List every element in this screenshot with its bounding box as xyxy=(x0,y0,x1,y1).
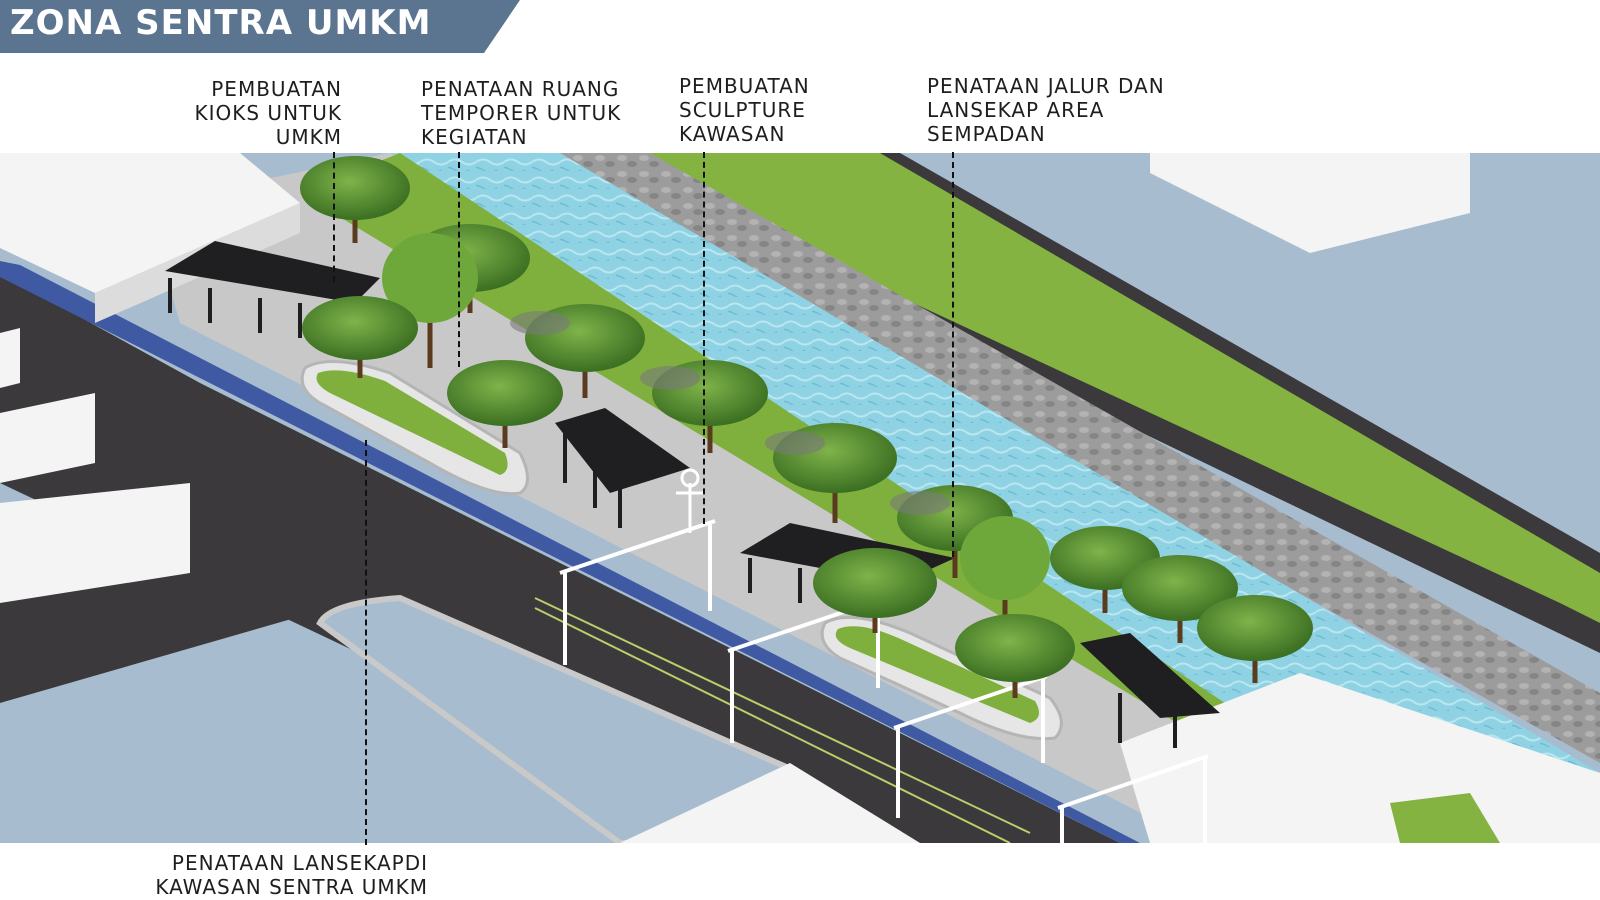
tree-4 xyxy=(302,296,418,378)
kiosk-2 xyxy=(555,408,690,528)
tree-13 xyxy=(1122,555,1238,643)
gateway-arch-4 xyxy=(1057,754,1209,843)
page-title: ZONA SENTRA UMKM xyxy=(10,3,432,43)
site-plan-illustration xyxy=(0,153,1600,843)
building-bottom-right xyxy=(1120,673,1600,843)
cross-street xyxy=(0,573,350,703)
callout-riverbank-label: PENATAAN JALUR DAN LANSEKAP AREA SEMPADA… xyxy=(927,74,1165,146)
callout-sculpture-label: PEMBUATAN SCULPTURE KAWASAN xyxy=(679,74,810,146)
building-left-2 xyxy=(0,483,190,603)
tree-11 xyxy=(813,548,937,633)
callout-kiosk-label: PEMBUATAN KIOKS UNTUK UMKM xyxy=(194,77,342,149)
grass-corner xyxy=(1390,793,1500,843)
tree-15 xyxy=(955,614,1075,698)
leader-line-riverbank xyxy=(952,152,954,557)
leader-line-kiosk xyxy=(333,152,335,282)
tree-3-pine xyxy=(382,233,478,368)
kiosk-1 xyxy=(165,241,380,338)
road-marking-1 xyxy=(534,597,1031,834)
riverbank-shrub-4 xyxy=(890,491,950,515)
building-top-right xyxy=(1150,153,1470,253)
riverbank-shrub-2 xyxy=(640,366,700,390)
kiosk-4 xyxy=(1080,633,1220,748)
building-bottom-mid xyxy=(620,763,920,843)
tree-14 xyxy=(1197,595,1313,683)
bike-lane xyxy=(0,261,1140,843)
riverbank-shrub-3 xyxy=(765,431,825,455)
building-left-3 xyxy=(0,328,20,388)
gateway-arch-3 xyxy=(893,674,1048,818)
road-marking-2 xyxy=(534,607,1011,843)
title-banner-shape xyxy=(0,0,520,53)
building-left-1 xyxy=(0,393,95,483)
leader-line-landscape xyxy=(365,440,367,845)
leader-line-temporary xyxy=(458,152,460,367)
tree-1 xyxy=(300,156,410,243)
tree-6 xyxy=(447,360,563,448)
callout-landscape-label: PENATAAN LANSEKAPDI KAWASAN SENTRA UMKM xyxy=(155,851,428,899)
planter-island-2-grass xyxy=(835,626,1039,723)
planter-island-1-grass xyxy=(316,370,508,475)
leader-line-sculpture xyxy=(703,152,705,524)
title-banner: ZONA SENTRA UMKM xyxy=(0,0,520,53)
sculpture xyxy=(676,468,704,533)
riverbank-shrub-1 xyxy=(510,311,570,335)
callout-temporary-space-label: PENATAAN RUANG TEMPORER UNTUK KEGIATAN xyxy=(421,77,622,149)
building-top-left xyxy=(0,153,300,293)
